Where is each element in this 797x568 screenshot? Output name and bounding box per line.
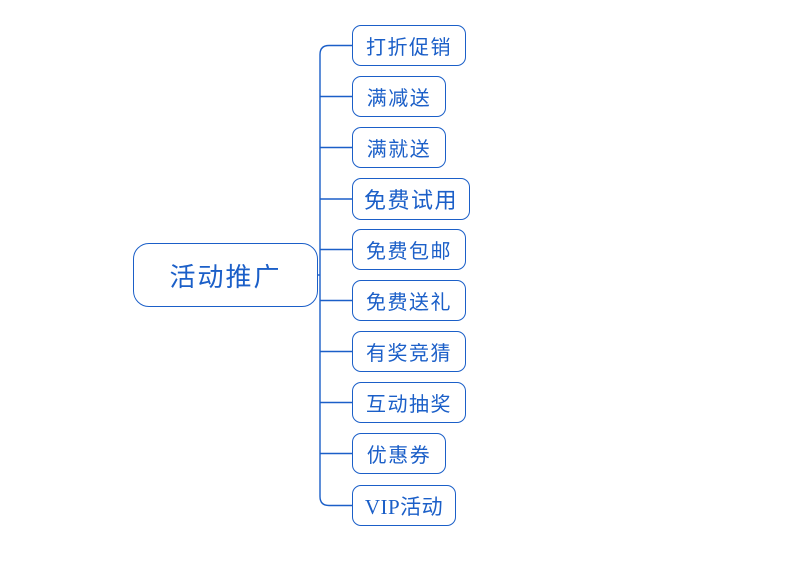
- child-node[interactable]: 互动抽奖: [352, 382, 466, 423]
- child-node[interactable]: 免费包邮: [352, 229, 466, 270]
- child-node[interactable]: 满就送: [352, 127, 446, 168]
- child-node[interactable]: VIP活动: [352, 485, 456, 526]
- child-node[interactable]: 打折促销: [352, 25, 466, 66]
- child-node[interactable]: 有奖竞猜: [352, 331, 466, 372]
- connector-branch-9: [319, 496, 352, 507]
- child-node[interactable]: 免费试用: [352, 178, 470, 220]
- child-node[interactable]: 免费送礼: [352, 280, 466, 321]
- root-node[interactable]: 活动推广: [133, 243, 318, 307]
- child-node[interactable]: 满减送: [352, 76, 446, 117]
- child-node[interactable]: 优惠券: [352, 433, 446, 474]
- connector-branch-0: [319, 44, 352, 55]
